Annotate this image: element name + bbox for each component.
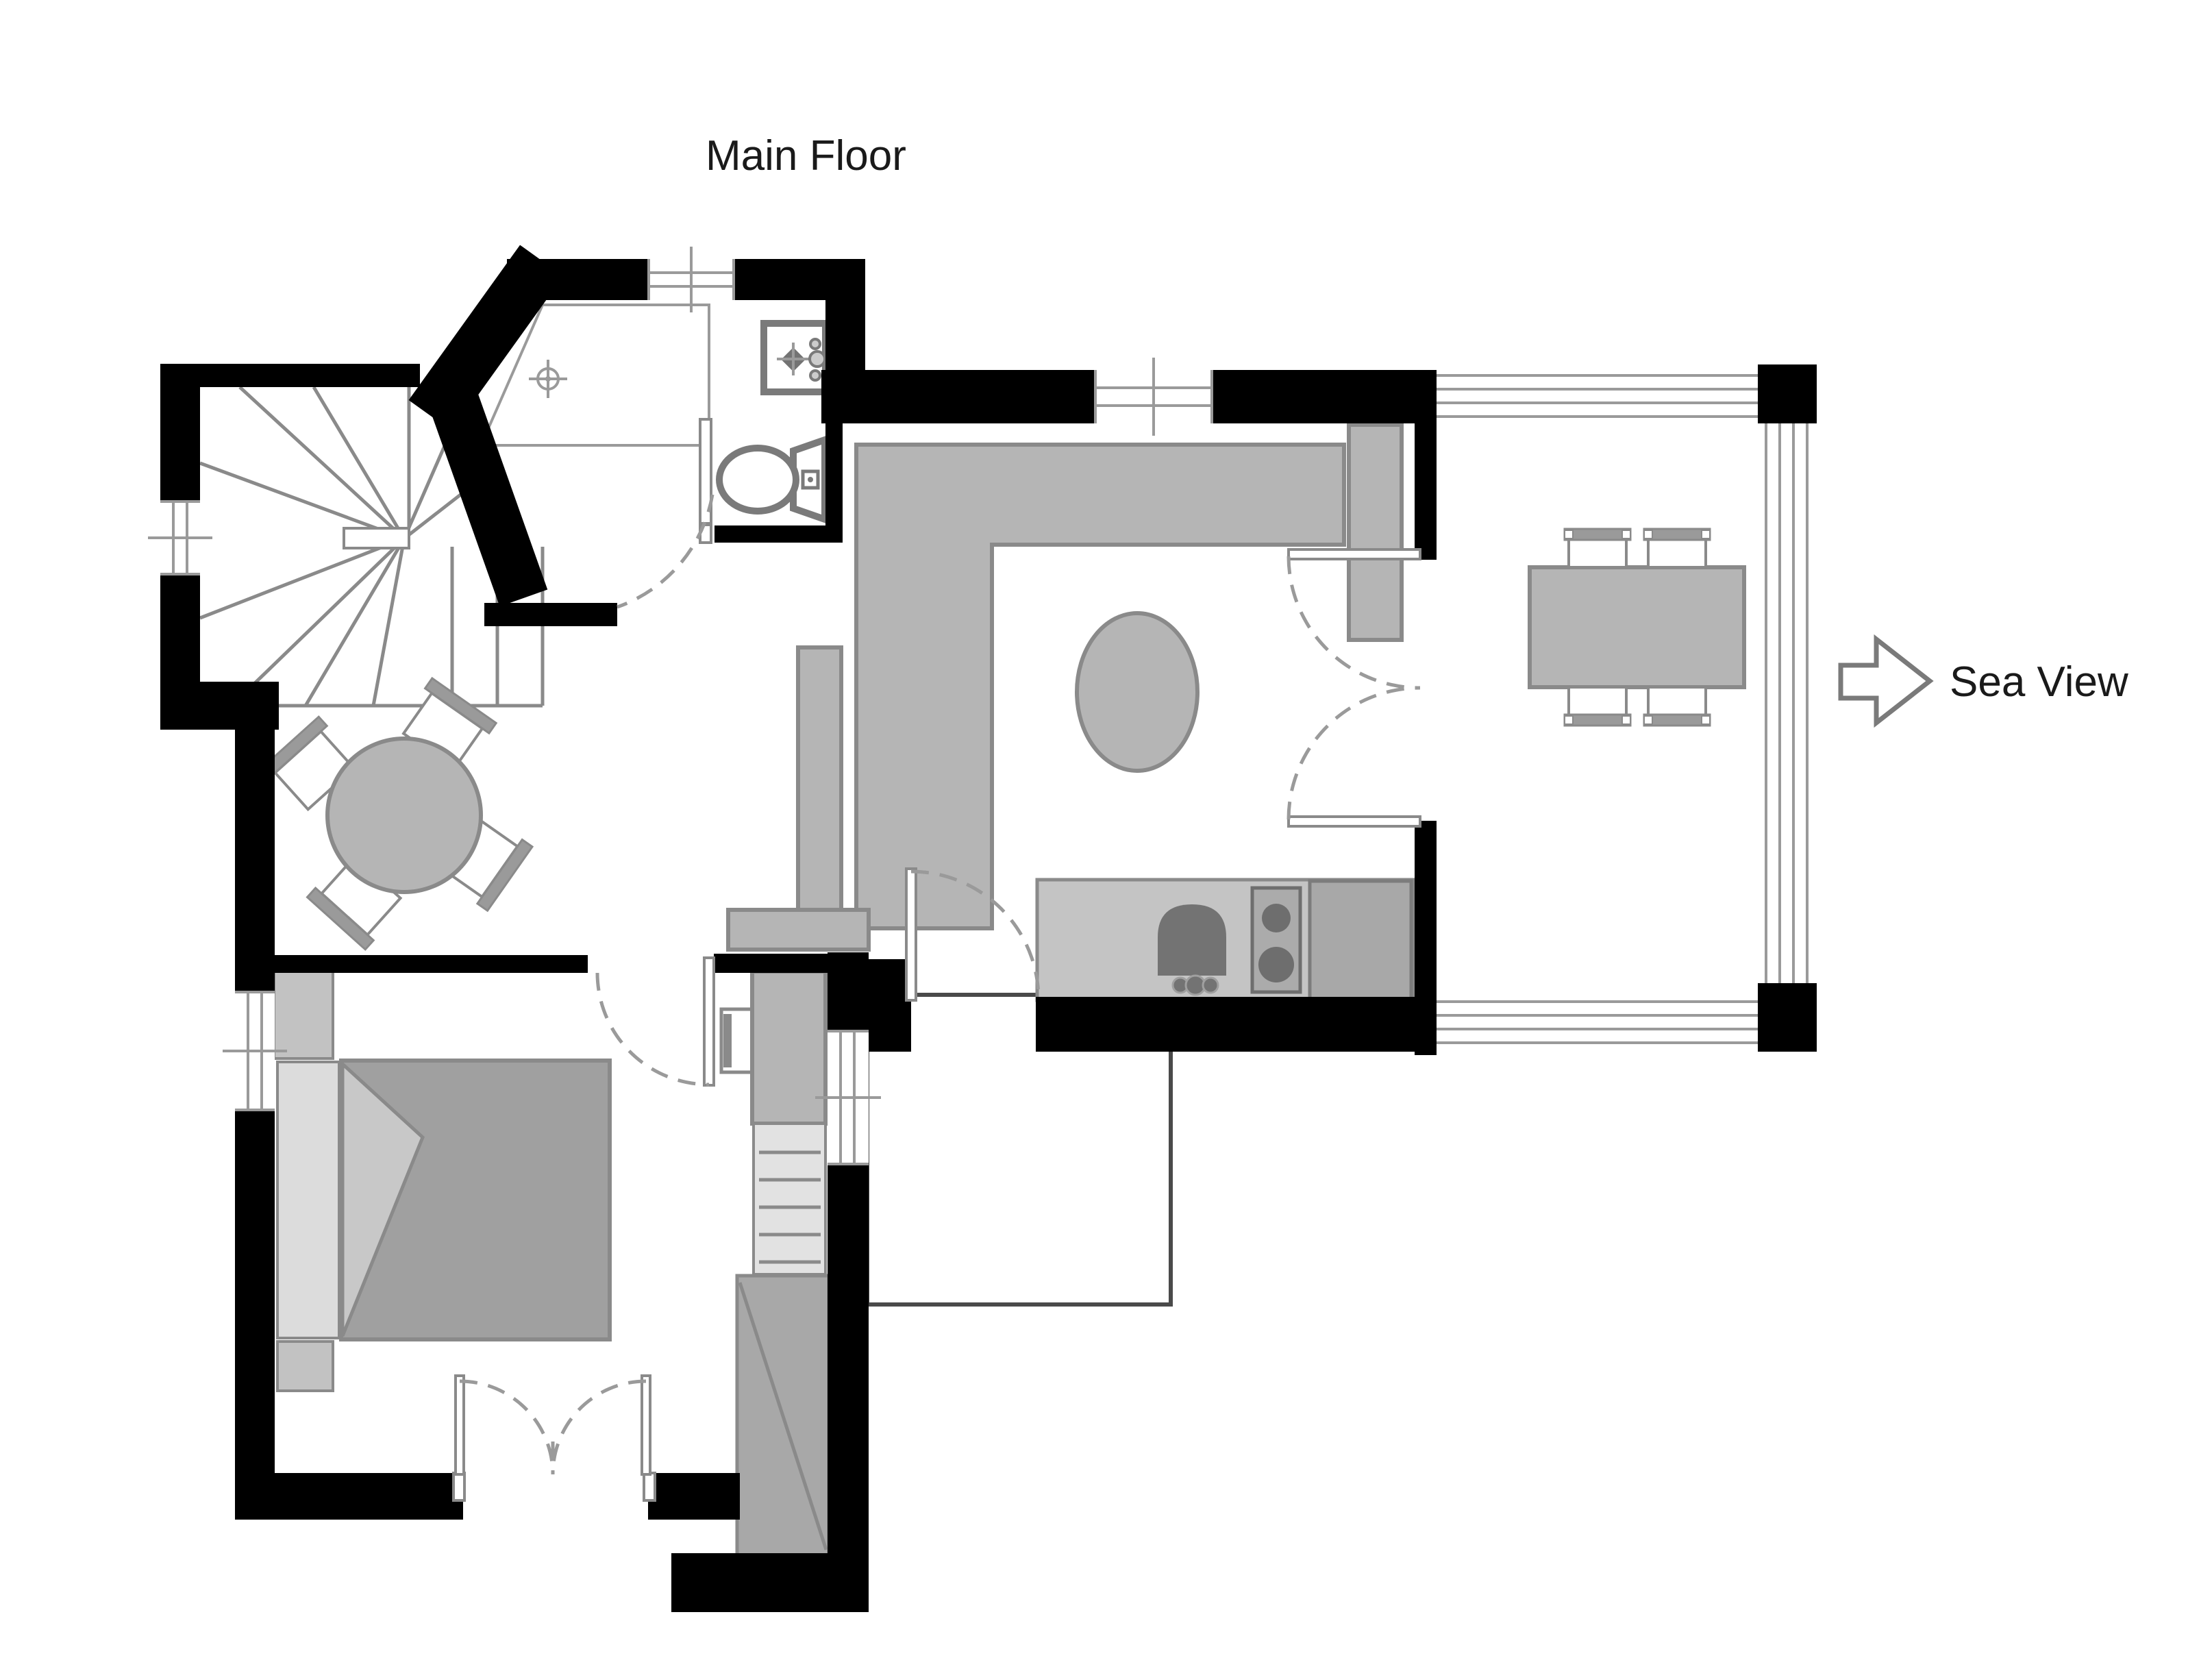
sea-view-arrow-icon bbox=[1838, 634, 1934, 728]
living-window bbox=[1094, 358, 1213, 436]
stair-landing bbox=[343, 527, 410, 549]
coffee-table bbox=[1075, 611, 1200, 773]
round-table bbox=[325, 737, 483, 894]
sunroom-double-door bbox=[1287, 548, 1421, 828]
bedroom-window bbox=[223, 991, 287, 1111]
windows bbox=[148, 247, 1809, 1165]
nightstand bbox=[276, 1340, 334, 1392]
hall-console bbox=[726, 908, 871, 952]
stairwell-window bbox=[815, 1030, 881, 1165]
kitchen-sink bbox=[1158, 904, 1226, 996]
sea-view-label: Sea View bbox=[1950, 658, 2128, 706]
passage-shelf bbox=[796, 645, 843, 913]
bedroom-french-doors bbox=[452, 1374, 656, 1502]
entry-laundry-room bbox=[478, 304, 829, 447]
kitchen bbox=[1035, 878, 1417, 1002]
diagonal-wall bbox=[408, 245, 564, 432]
bed-headboard bbox=[276, 1061, 340, 1339]
dining-chair bbox=[1563, 528, 1632, 569]
toilet bbox=[716, 434, 828, 525]
dining-table bbox=[1528, 565, 1746, 689]
wall-tv bbox=[719, 1007, 756, 1074]
sunroom-dining bbox=[1528, 528, 1746, 727]
dining-chair bbox=[1643, 686, 1711, 727]
dining-chair bbox=[1643, 528, 1711, 569]
utility-sink bbox=[760, 320, 829, 395]
page-title: Main Floor bbox=[706, 132, 906, 180]
living-room bbox=[726, 423, 1404, 952]
diagonal-wall bbox=[422, 371, 548, 607]
nightstand bbox=[273, 970, 334, 1060]
dining-chair bbox=[1563, 686, 1632, 727]
cooktop bbox=[1250, 886, 1302, 994]
wardrobe bbox=[750, 969, 828, 1126]
bed-blanket-fold bbox=[340, 1060, 425, 1337]
walls bbox=[160, 245, 1817, 1612]
breakfast-nook bbox=[259, 676, 534, 951]
bedroom bbox=[273, 969, 831, 1557]
bedroom-door bbox=[595, 956, 715, 1087]
doors bbox=[452, 418, 1421, 1502]
tall-cabinet bbox=[1347, 423, 1404, 642]
sea-view-annotation: Sea View bbox=[1838, 634, 2128, 728]
stairs-down bbox=[735, 1122, 831, 1557]
nook-chair bbox=[401, 676, 498, 771]
kitchen-door bbox=[905, 867, 1041, 1002]
stair-window bbox=[148, 500, 212, 576]
entry-window bbox=[647, 247, 735, 312]
sunroom-glazing bbox=[1437, 374, 1809, 1044]
floor-drain-icon bbox=[529, 360, 567, 398]
dishwasher bbox=[1308, 879, 1413, 1001]
hall-door bbox=[617, 418, 714, 609]
